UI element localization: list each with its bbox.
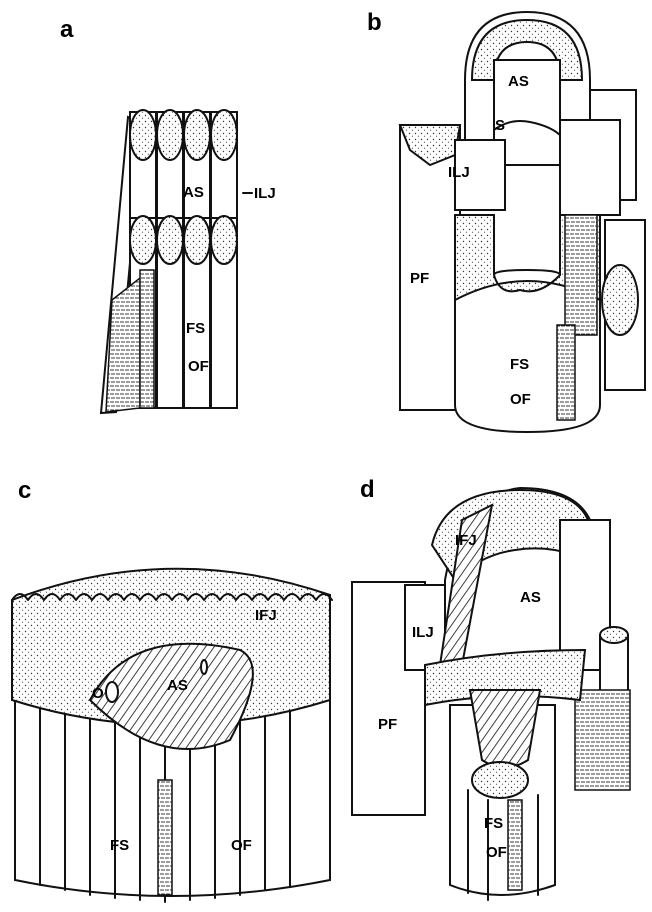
panel-b-letter: b: [367, 9, 382, 36]
panel-d-label-ifj: IFJ: [455, 532, 477, 549]
panel-a: a AS ILJ FS: [60, 16, 276, 413]
panel-d-letter: d: [360, 476, 375, 503]
panel-c-label-fs: FS: [110, 837, 129, 854]
panel-d-label-as: AS: [520, 589, 541, 606]
panel-d-label-of: OF: [486, 844, 507, 861]
panel-c-drum: [12, 569, 332, 902]
panel-b-label-s: S: [495, 117, 505, 134]
panel-a-label-as: AS: [183, 184, 204, 201]
panel-b-label-ilj: ILJ: [448, 164, 470, 181]
panel-d-bundle: [352, 488, 630, 900]
panel-c-label-o: O: [92, 685, 104, 702]
panel-d-label-pf: PF: [378, 716, 397, 733]
panel-a-label-fs: FS: [186, 320, 205, 337]
panel-b-label-pf: PF: [410, 270, 429, 287]
panel-d-label-ilj: ILJ: [412, 624, 434, 641]
panel-a-label-ilj: ILJ: [254, 185, 276, 202]
panel-b-label-of: OF: [510, 391, 531, 408]
panel-b: b AS S ILJ PF FS: [367, 9, 645, 432]
panel-d-label-fs: FS: [484, 815, 503, 832]
panel-a-label-of: OF: [188, 358, 209, 375]
panel-c-label-ifj: IFJ: [255, 607, 277, 624]
panel-c-label-as: AS: [167, 677, 188, 694]
panel-a-bundle: [101, 110, 237, 413]
panel-d: d IFJ AS ILJ: [352, 476, 630, 900]
panel-c: c: [12, 477, 332, 902]
panel-c-letter: c: [18, 477, 31, 504]
panel-c-label-of: OF: [231, 837, 252, 854]
panel-b-label-as: AS: [508, 73, 529, 90]
panel-b-label-fs: FS: [510, 356, 529, 373]
panel-a-letter: a: [60, 16, 74, 43]
